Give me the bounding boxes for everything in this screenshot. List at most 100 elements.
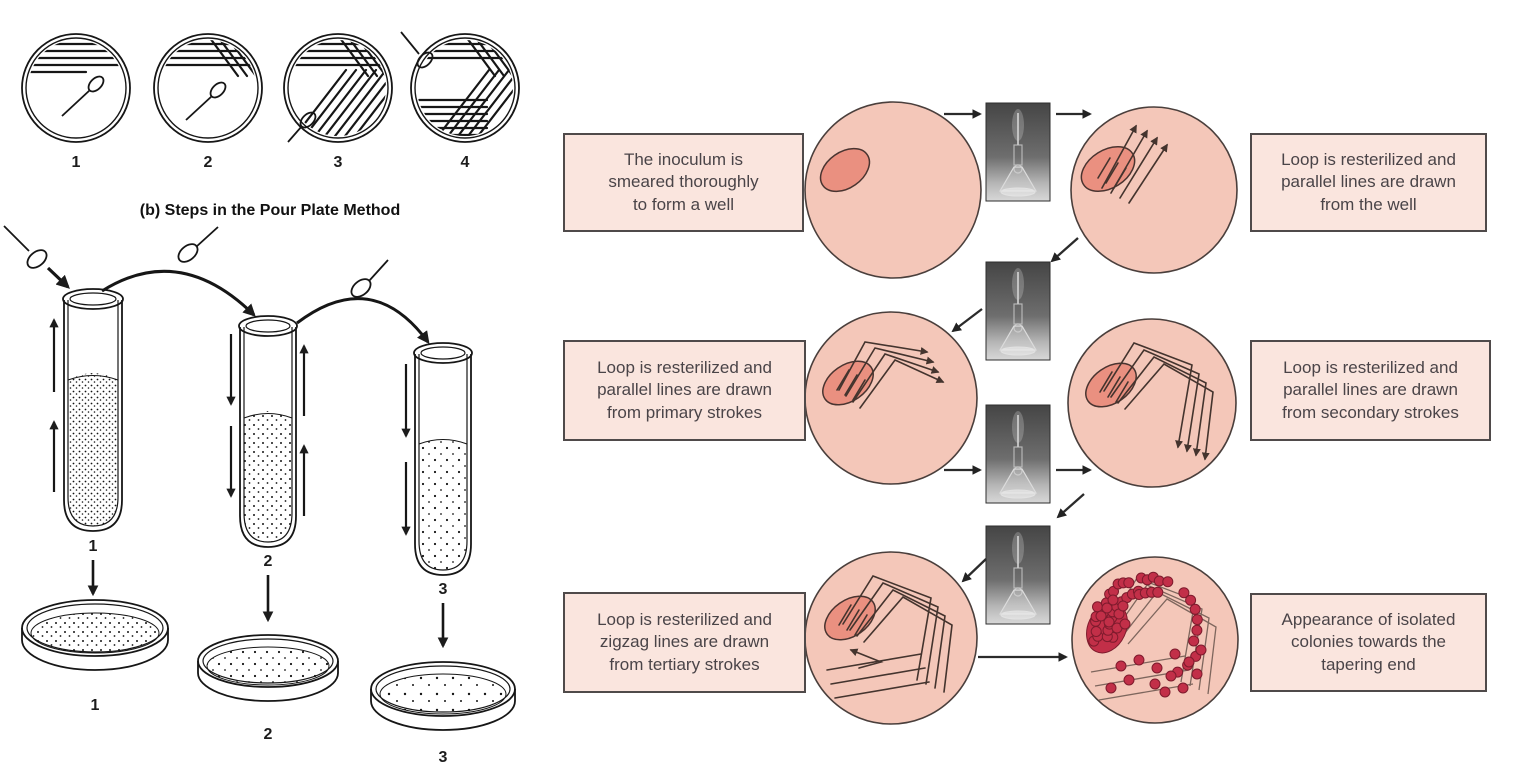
dilution-tube-1 xyxy=(49,288,124,532)
colony-dot xyxy=(1123,577,1135,589)
mixing-arrows xyxy=(226,334,309,516)
inoculation-loop-icon xyxy=(400,31,434,69)
pour-dish-number: 1 xyxy=(91,697,100,714)
streak-and-pour-plate-art: 1 2 3 4 (b) Steps in the Pour Plate Meth… xyxy=(3,31,520,766)
streak-plate-number: 1 xyxy=(72,154,81,171)
colony-dot xyxy=(1107,594,1119,606)
colony-dot xyxy=(1090,626,1102,637)
inoculation-loop-icon xyxy=(61,75,105,117)
streak-plate-number: 3 xyxy=(334,154,343,171)
streak-plate-number: 2 xyxy=(204,154,213,171)
colony-dot xyxy=(1133,654,1145,666)
colony-dot xyxy=(1185,594,1197,606)
tube1-to-tube2-arc xyxy=(101,269,256,317)
dilution-tube-3 xyxy=(401,342,473,576)
bunsen-burner-photo-2 xyxy=(985,261,1051,361)
tube-number: 3 xyxy=(439,581,448,598)
step-box-2: Loop is resterilized and parallel lines … xyxy=(1250,133,1487,232)
step-text-line: tapering end xyxy=(1321,654,1416,674)
colony-dot xyxy=(1103,616,1115,628)
pour-plate-caption: (b) Steps in the Pour Plate Method xyxy=(140,202,400,219)
colony-dot xyxy=(1105,682,1117,694)
colony-dot xyxy=(1151,662,1163,674)
quadrant-plate-2 xyxy=(1070,106,1238,274)
quadrant-plate-5 xyxy=(804,551,978,725)
transfer-loop-2 xyxy=(177,226,219,263)
transfer-loop-3 xyxy=(350,259,389,298)
colony-dot xyxy=(1165,670,1177,682)
step-text-line: parallel lines are drawn xyxy=(1281,172,1456,192)
colony-dot xyxy=(1095,610,1107,622)
step-text-line: zigzag lines are drawn xyxy=(599,632,770,652)
step-text-line: Loop is resterilized and xyxy=(597,358,772,378)
inoculum-well xyxy=(819,147,871,193)
colony-dot xyxy=(1178,587,1190,599)
bunsen-burner-photo-3 xyxy=(985,404,1051,504)
colony-dot xyxy=(1195,644,1207,656)
quadrant-plate-1 xyxy=(804,101,982,279)
inoculum-well xyxy=(1080,145,1136,193)
colony-dot xyxy=(1189,603,1201,615)
step-text-line: Loop is resterilized and xyxy=(1283,358,1458,378)
step-box-1: The inoculum is smeared thoroughly to fo… xyxy=(563,133,804,232)
colony-field xyxy=(1088,571,1207,698)
step-box-5: Loop is resterilized and zigzag lines ar… xyxy=(563,592,806,693)
inoculation-loop-icon xyxy=(287,111,317,143)
transfer-loop-1 xyxy=(3,225,48,269)
colony-dot xyxy=(1162,576,1174,588)
quadrant-plate-3 xyxy=(804,311,978,485)
step-text-line: Loop is resterilized and xyxy=(597,610,772,630)
colony-dot xyxy=(1169,648,1181,660)
primary-strokes xyxy=(1097,124,1168,204)
step-text-line: Loop is resterilized and xyxy=(1281,150,1456,170)
tube2-to-tube3-arc xyxy=(296,297,430,345)
colony-dot xyxy=(1159,686,1171,698)
colony-dot xyxy=(1191,668,1203,680)
step-text-line: smeared thoroughly xyxy=(608,172,759,192)
pour-plate-dish-3 xyxy=(370,661,516,731)
colony-dot xyxy=(1152,586,1164,598)
quadrant-plate-4 xyxy=(1067,318,1237,488)
step-text-line: parallel lines are drawn xyxy=(597,380,772,400)
quadrant-plate-6 xyxy=(1071,556,1239,724)
step-text-line: from secondary strokes xyxy=(1282,402,1459,422)
pour-plate-dish-2 xyxy=(197,634,339,702)
bunsen-burner-photo-4 xyxy=(985,525,1051,625)
step-box-4: Loop is resterilized and parallel lines … xyxy=(1250,340,1491,441)
pour-dish-number: 2 xyxy=(264,726,273,743)
step-text-line: parallel lines are drawn xyxy=(1283,380,1458,400)
pour-dish-number: 3 xyxy=(439,749,448,766)
tube-number: 2 xyxy=(264,553,273,570)
step-text-line: from tertiary strokes xyxy=(609,654,760,674)
step-text-line: The inoculum is xyxy=(623,150,744,170)
pour-plate-dish-1 xyxy=(21,599,169,671)
colony-dot xyxy=(1188,635,1200,647)
bunsen-burner-photo-1 xyxy=(985,102,1051,202)
streak-plate-number: 4 xyxy=(461,154,470,171)
step-text-line: Appearance of isolated xyxy=(1281,610,1456,630)
step-text-line: from the well xyxy=(1320,194,1417,214)
colony-dot xyxy=(1177,682,1189,694)
colony-dot xyxy=(1191,624,1203,636)
dilution-tube-2 xyxy=(226,315,309,548)
loop-to-tube1-arrow xyxy=(46,266,70,289)
colony-dot xyxy=(1115,660,1127,672)
zigzag-strokes xyxy=(826,575,953,699)
tube-number: 1 xyxy=(89,538,98,555)
step-text-line: from primary strokes xyxy=(607,402,762,422)
step-box-6: Appearance of isolated colonies towards … xyxy=(1250,593,1487,692)
colony-dot xyxy=(1101,602,1113,614)
inoculation-loop-icon xyxy=(185,81,227,121)
colony-dot xyxy=(1119,618,1131,630)
colony-dot xyxy=(1123,674,1135,686)
streak-plate-3 xyxy=(283,33,393,143)
step-box-3: Loop is resterilized and parallel lines … xyxy=(563,340,806,441)
secondary-strokes xyxy=(836,341,945,409)
step-text-line: colonies towards the xyxy=(1291,632,1446,652)
flow-arrows xyxy=(944,109,1092,662)
colony-dot xyxy=(1183,656,1195,668)
colony-dot xyxy=(1117,600,1129,612)
step-text-line: to form a well xyxy=(632,194,735,214)
